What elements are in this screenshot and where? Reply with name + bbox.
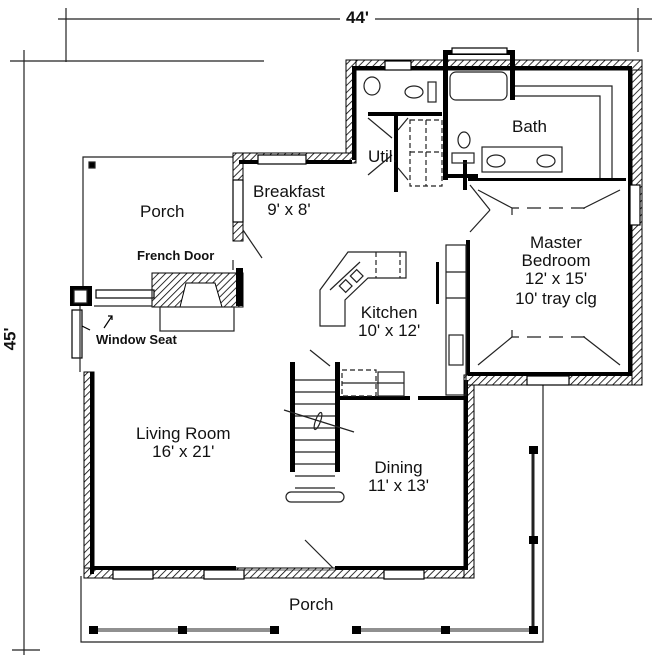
room-label-kitchen: Kitchen 10' x 12'	[358, 304, 420, 340]
master-name-2: Bedroom	[521, 250, 591, 270]
dining-dims: 11' x 13'	[368, 475, 429, 495]
master-name: Master	[530, 233, 582, 252]
side-porch	[82, 156, 234, 290]
windows	[71, 47, 641, 580]
fixtures	[73, 71, 621, 571]
porch-posts	[89, 446, 538, 634]
kitchen-dims: 10' x 12'	[358, 320, 421, 340]
breakfast-name: Breakfast	[253, 182, 325, 201]
overall-width-label: 44'	[340, 9, 375, 27]
room-label-util: Util.	[368, 147, 398, 166]
living-dims: 16' x 21'	[152, 441, 215, 461]
breakfast-dims: 9' x 8'	[267, 199, 311, 219]
room-label-side-porch: Porch	[140, 202, 185, 221]
stairs	[283, 379, 355, 503]
room-label-master-bedroom: Master Bedroom 12' x 15' 10' tray clg	[500, 234, 612, 307]
master-note: 10' tray clg	[515, 288, 597, 308]
room-label-living-room: Living Room 16' x 21'	[136, 425, 231, 461]
kitchen-name: Kitchen	[360, 303, 418, 322]
french-door-note: French Door	[137, 248, 215, 263]
master-dims: 12' x 15'	[524, 268, 588, 288]
living-name: Living Room	[136, 424, 231, 443]
window-seat-note: Window Seat	[96, 332, 177, 347]
room-label-front-porch: Porch	[289, 595, 334, 614]
room-label-dining: Dining 11' x 13'	[368, 459, 429, 495]
room-label-bath: Bath	[512, 117, 547, 136]
overall-depth-label: 45'	[1, 324, 20, 354]
room-label-breakfast: Breakfast 9' x 8'	[253, 183, 325, 219]
dining-name: Dining	[374, 458, 423, 477]
window-seat-arrows	[81, 315, 113, 331]
